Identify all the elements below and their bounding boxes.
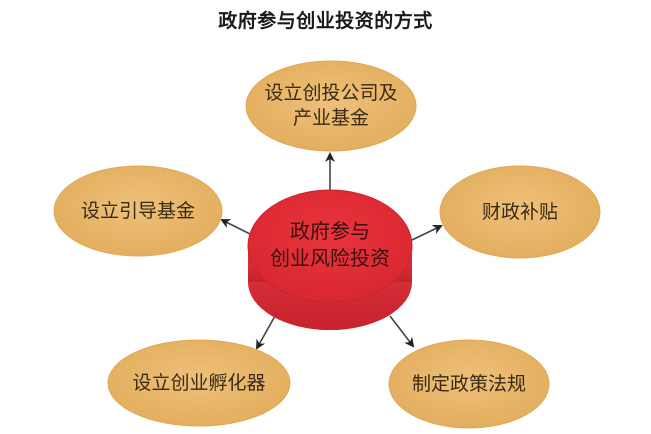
- arrow-to-bottom-left: [256, 315, 276, 350]
- node-bottom-left: 设立创业孵化器: [108, 368, 290, 398]
- node-right: 财政补贴: [440, 197, 600, 227]
- arrow-to-bottom-right: [389, 315, 415, 348]
- node-right-label: 财政补贴: [481, 200, 558, 223]
- node-left-label: 设立引导基金: [80, 199, 195, 222]
- node-left: 设立引导基金: [54, 196, 222, 226]
- node-top: 设立创投公司及 产业基金: [246, 72, 416, 140]
- node-top-shape: [245, 60, 417, 152]
- node-bottom-right-shape: [388, 339, 550, 429]
- center-line1: 政府参与: [290, 219, 370, 243]
- diagram-title: 政府参与创业投资的方式: [218, 10, 433, 32]
- node-bottom-left-shape: [107, 339, 291, 427]
- arrow-to-left: [220, 219, 253, 236]
- center-cylinder: [247, 189, 413, 330]
- center-node: 政府参与 创业风险投资: [250, 216, 410, 274]
- node-top-line1: 设立创投公司及: [264, 82, 398, 104]
- node-bottom-right-label: 制定政策法规: [411, 372, 526, 395]
- node-top-line2: 产业基金: [292, 107, 369, 129]
- center-line2: 创业风险投资: [270, 246, 390, 270]
- node-left-shape: [53, 165, 223, 257]
- node-bottom-right: 制定政策法规: [389, 369, 549, 399]
- node-bottom-left-label: 设立创业孵化器: [132, 371, 266, 394]
- arrow-to-right: [411, 224, 443, 241]
- arrows: [220, 152, 443, 350]
- node-right-shape: [439, 165, 601, 259]
